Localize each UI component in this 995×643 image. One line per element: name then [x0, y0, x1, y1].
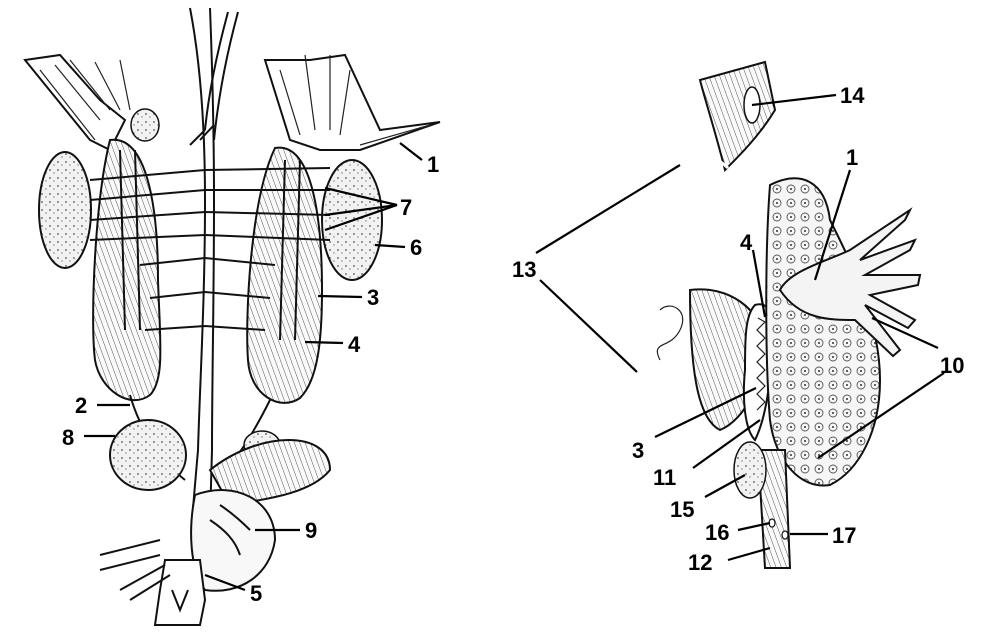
vessel-bundle — [756, 449, 792, 569]
transverse-vessel-5 — [139, 256, 276, 266]
rectum — [153, 559, 207, 626]
transverse-vessel-2 — [89, 189, 330, 201]
label-11: 11 — [653, 465, 676, 490]
label-17: 17 — [832, 523, 856, 548]
label-14: 14 — [840, 83, 865, 108]
ovisac-folds — [756, 317, 766, 411]
upper-branch-vessel — [213, 11, 239, 141]
oviduct-funnel — [698, 60, 777, 172]
label-2: 2 — [75, 393, 87, 418]
label-4-right: 4 — [740, 230, 753, 255]
small-branch — [189, 124, 215, 146]
label-5: 5 — [250, 581, 262, 606]
left-small-gland — [130, 108, 160, 142]
right-leaders — [535, 93, 945, 562]
oviduct-coil-inner — [631, 153, 730, 425]
fat-body-left — [23, 53, 127, 152]
transverse-vessel-3 — [89, 210, 331, 221]
labels-left: 1 7 6 3 4 2 8 9 5 — [62, 152, 439, 606]
testis-left — [38, 151, 92, 269]
label-3-left: 3 — [367, 285, 379, 310]
label-1-right: 1 — [846, 145, 858, 170]
upper-branch-vessel-2 — [204, 11, 229, 131]
transverse-vessel-4 — [89, 233, 331, 241]
rectum-mark — [171, 589, 189, 613]
seminal-vesicle-left — [109, 419, 187, 491]
fat-body-right-fingers — [279, 54, 431, 146]
label-3-right: 3 — [632, 438, 644, 463]
label-15: 15 — [670, 497, 694, 522]
muscle-tissue — [208, 439, 332, 507]
cloaca-vessels — [209, 504, 251, 556]
kidney-left — [92, 138, 162, 401]
kidney-right — [246, 146, 324, 404]
label-8: 8 — [62, 425, 74, 450]
label-9: 9 — [305, 518, 317, 543]
label-4-left: 4 — [348, 332, 361, 357]
fat-body — [778, 207, 922, 358]
left-lower-vessels — [99, 539, 171, 601]
label-12: 12 — [688, 550, 712, 575]
label-13: 13 — [512, 257, 536, 282]
transverse-vessel-7 — [144, 324, 266, 331]
ovary — [765, 177, 882, 487]
label-7: 7 — [400, 195, 412, 220]
right-figure — [631, 60, 922, 569]
transverse-vessel-6 — [149, 290, 271, 299]
left-kidney-duct-lines — [119, 149, 141, 331]
label-16: 16 — [705, 520, 729, 545]
vessel-opening-17 — [781, 530, 789, 540]
aorta-right-vessel — [209, 7, 216, 521]
transverse-vessel-1 — [89, 167, 331, 181]
fat-body-left-fingers — [39, 59, 131, 141]
label-6: 6 — [410, 235, 422, 260]
label-1-left: 1 — [427, 152, 439, 177]
labels-right: 14 1 13 4 10 3 11 15 16 17 12 — [512, 83, 964, 575]
label-10: 10 — [940, 353, 964, 378]
fat-body-right — [263, 53, 441, 151]
left-figure — [23, 7, 441, 626]
aorta-left-vessel — [189, 7, 207, 521]
accessory-sac — [733, 441, 767, 499]
left-leaders — [84, 142, 423, 592]
